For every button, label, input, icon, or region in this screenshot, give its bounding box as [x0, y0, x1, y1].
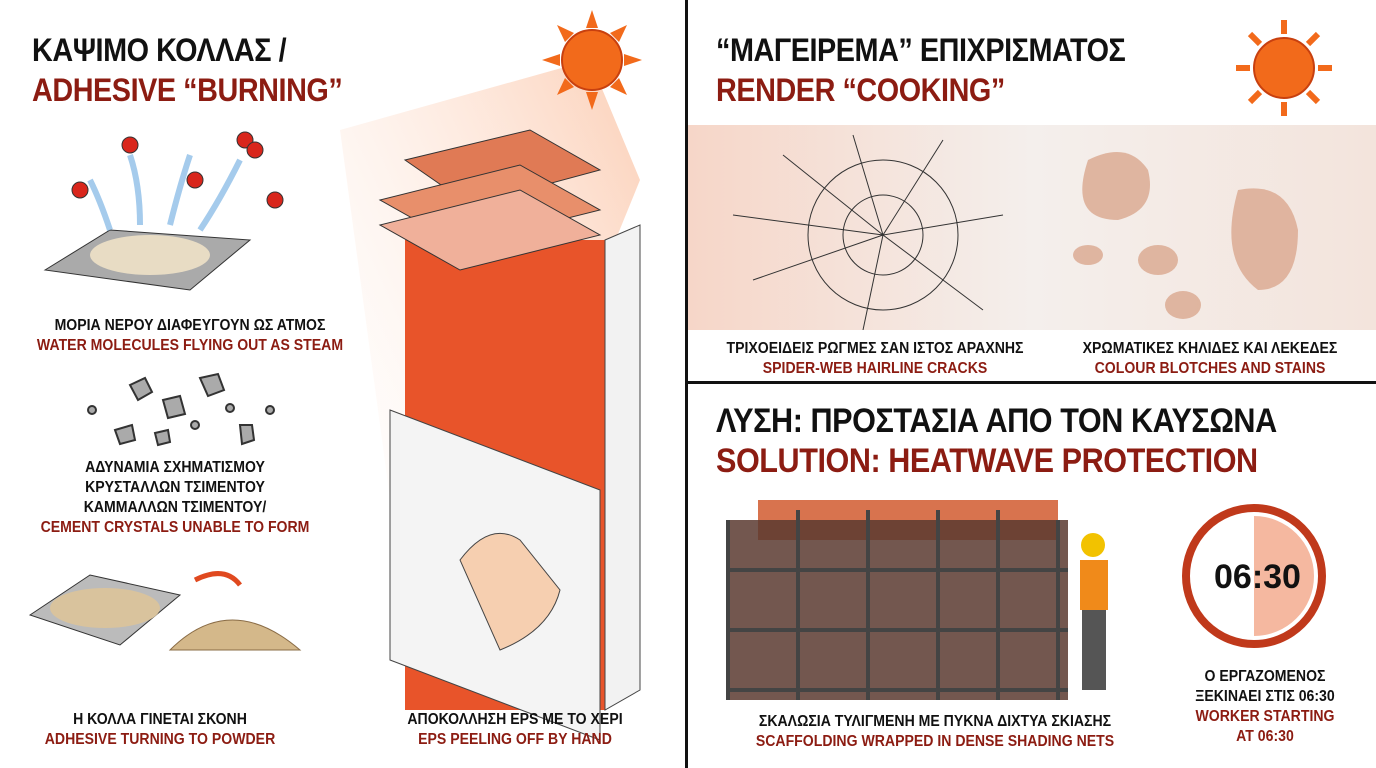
cement-crystals-icon: [87, 372, 275, 447]
adhesive-burning-illustration: [28, 10, 642, 741]
vertical-divider: [685, 0, 688, 768]
left-title-english: ADHESIVE “BURNING”: [32, 72, 343, 108]
solution-title-english: SOLUTION: HEATWAVE PROTECTION: [716, 442, 1258, 480]
render-cooking-illustration: [688, 20, 1376, 330]
scaffolding-illustration: [726, 500, 1326, 700]
eps-wall-illustration: [378, 129, 641, 741]
colour-stains-icon: [1073, 152, 1298, 319]
worker-icon: [1080, 533, 1108, 690]
powder-icon: [28, 571, 302, 651]
steam-molecules-icon: [43, 131, 284, 291]
scaffold-caption: ΣΚΑΛΩΣΙΑ ΤΥΛΙΓΜΕΝΗ ΜΕ ΠΥΚΝΑ ΔΙΧΤΥΑ ΣΚΙΑΣ…: [755, 713, 1115, 750]
render-title-english: RENDER “COOKING”: [716, 72, 1005, 108]
sun-icon: [542, 10, 642, 110]
left-title-greek: ΚΑΨΙΜΟ ΚΟΛΛΑΣ /: [32, 32, 287, 68]
render-title-greek: “ΜΑΓΕΙΡΕΜΑ” ΕΠΙΧΡΙΣΜΑΤΟΣ: [716, 32, 1126, 68]
clock-time: 06:30: [1214, 558, 1301, 596]
sun-icon: [1236, 20, 1332, 116]
spider-web-cracks-icon: [732, 134, 1004, 330]
solution-title-greek: ΛΥΣΗ: ΠΡΟΣΤΑΣΙΑ ΑΠΟ ΤΟΝ ΚΑΥΣΩΝΑ: [716, 402, 1277, 440]
clock-icon: [1182, 504, 1326, 648]
horizontal-divider: [686, 381, 1376, 384]
